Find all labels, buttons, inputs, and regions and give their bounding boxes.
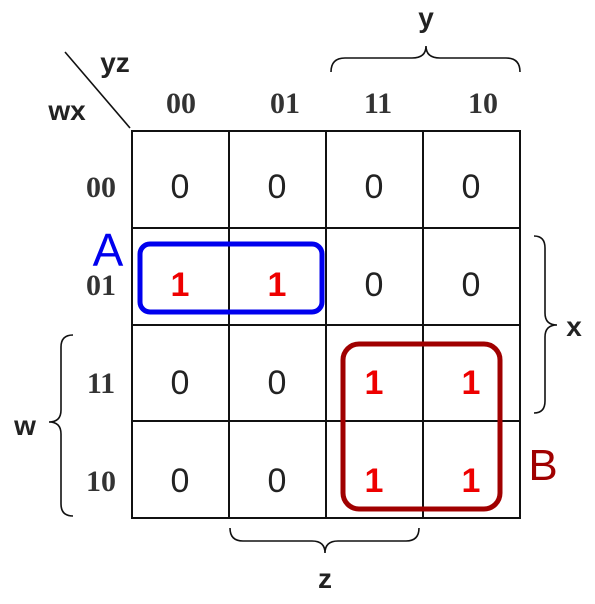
col-header-10: 10 xyxy=(468,87,498,120)
cell-values: 0 0 0 0 1 1 0 0 0 0 1 1 0 0 1 1 xyxy=(171,168,481,500)
group-b-label: B xyxy=(528,441,557,490)
group-a-loop xyxy=(137,241,325,315)
grid xyxy=(131,130,521,519)
group-a-label: A xyxy=(93,224,124,276)
cell-r1-c1: 1 xyxy=(268,266,287,304)
cell-r1-c2: 0 xyxy=(365,266,384,304)
cell-r0-c2: 0 xyxy=(365,168,384,206)
row-var-label: wx xyxy=(47,95,86,126)
row-header-11: 11 xyxy=(87,367,115,400)
row-header-10: 10 xyxy=(86,465,116,498)
col-header-00: 00 xyxy=(166,87,196,120)
cell-r1-c3: 0 xyxy=(462,266,481,304)
cell-r3-c0: 0 xyxy=(171,462,190,500)
cell-r2-c1: 0 xyxy=(268,364,287,402)
cell-r0-c1: 0 xyxy=(268,168,287,206)
brace-y-label: y xyxy=(418,2,434,33)
row-header-01: 01 xyxy=(86,269,116,302)
cell-r3-c2: 1 xyxy=(365,462,384,500)
brace-z xyxy=(229,527,420,554)
row-header-00: 00 xyxy=(86,171,116,204)
brace-w-label: w xyxy=(13,410,36,441)
brace-y xyxy=(330,45,521,73)
cell-r0-c3: 0 xyxy=(462,168,481,206)
cell-r3-c1: 0 xyxy=(268,462,287,500)
cell-r3-c3: 1 xyxy=(462,462,481,500)
group-b-loop xyxy=(340,341,503,512)
column-headers: 00 01 11 10 xyxy=(166,87,498,120)
row-headers: 00 01 11 10 xyxy=(86,171,116,498)
col-header-11: 11 xyxy=(364,87,392,120)
cell-r2-c3: 1 xyxy=(462,364,481,402)
col-header-01: 01 xyxy=(270,87,300,120)
brace-x xyxy=(533,235,558,414)
cell-r1-c0: 1 xyxy=(171,266,190,304)
col-var-label: yz xyxy=(100,47,130,78)
brace-z-label: z xyxy=(318,563,332,594)
cell-r2-c0: 0 xyxy=(171,364,190,402)
cell-r0-c0: 0 xyxy=(171,168,190,206)
brace-x-label: x xyxy=(566,311,582,342)
corner-diagonal xyxy=(64,51,131,129)
brace-w xyxy=(48,334,74,517)
cell-r2-c2: 1 xyxy=(365,364,384,402)
